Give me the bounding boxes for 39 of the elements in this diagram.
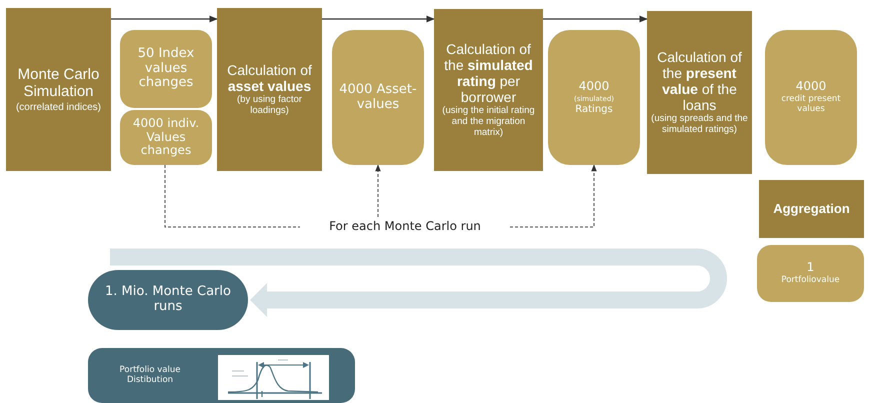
loop-arrow bbox=[110, 248, 727, 317]
result-box bbox=[548, 30, 640, 165]
arrow bbox=[111, 16, 218, 22]
result-box bbox=[120, 110, 212, 165]
box-title: Calculation of the present value of the loans bbox=[656, 48, 743, 114]
box-title: 4000 indiv. Values changes bbox=[132, 116, 200, 158]
box-title: Portfolio value Distibution bbox=[118, 366, 182, 386]
arrow bbox=[375, 164, 381, 218]
box-note: (correlated indices) bbox=[16, 102, 102, 113]
arrow bbox=[322, 16, 435, 22]
box-title: Monte Carlo Simulation bbox=[16, 66, 100, 100]
box-title: 4000 Asset-values bbox=[338, 82, 418, 112]
process-box bbox=[434, 9, 543, 171]
arrow bbox=[510, 164, 597, 228]
box-title: Calculation of asset values bbox=[226, 62, 313, 94]
arrow bbox=[543, 16, 648, 22]
process-box bbox=[759, 180, 864, 238]
box-title: Calculation of the simulated rating per borrower bbox=[443, 40, 534, 106]
box-title: Aggregation bbox=[773, 202, 850, 216]
box-note: (by using factor loadings) bbox=[236, 95, 303, 118]
box-note: (using the initial rating and the migration matrix) bbox=[441, 106, 536, 140]
process-box bbox=[217, 8, 322, 171]
box-note: (using spreads and the simulated ratings) bbox=[651, 114, 748, 136]
process-box bbox=[6, 8, 111, 171]
box-title: 4000 bbox=[796, 80, 826, 94]
box-title: 1 bbox=[806, 261, 814, 276]
result-box bbox=[765, 30, 857, 165]
result-box bbox=[332, 30, 424, 165]
box-title: 4000 bbox=[578, 80, 610, 94]
process-box bbox=[647, 11, 752, 174]
loop-label: For each Monte Carlo run bbox=[329, 220, 481, 234]
result-box bbox=[120, 30, 212, 108]
output-panel bbox=[88, 348, 355, 403]
box-title: 1. Mio. Monte Carlo runs bbox=[104, 285, 232, 315]
box-note: Portfoliovalue bbox=[781, 276, 840, 286]
box-note: credit present values bbox=[780, 95, 842, 115]
box-note: Ratings bbox=[575, 104, 613, 116]
result-box bbox=[757, 245, 864, 302]
box-title: 50 Index values changes bbox=[136, 46, 196, 92]
